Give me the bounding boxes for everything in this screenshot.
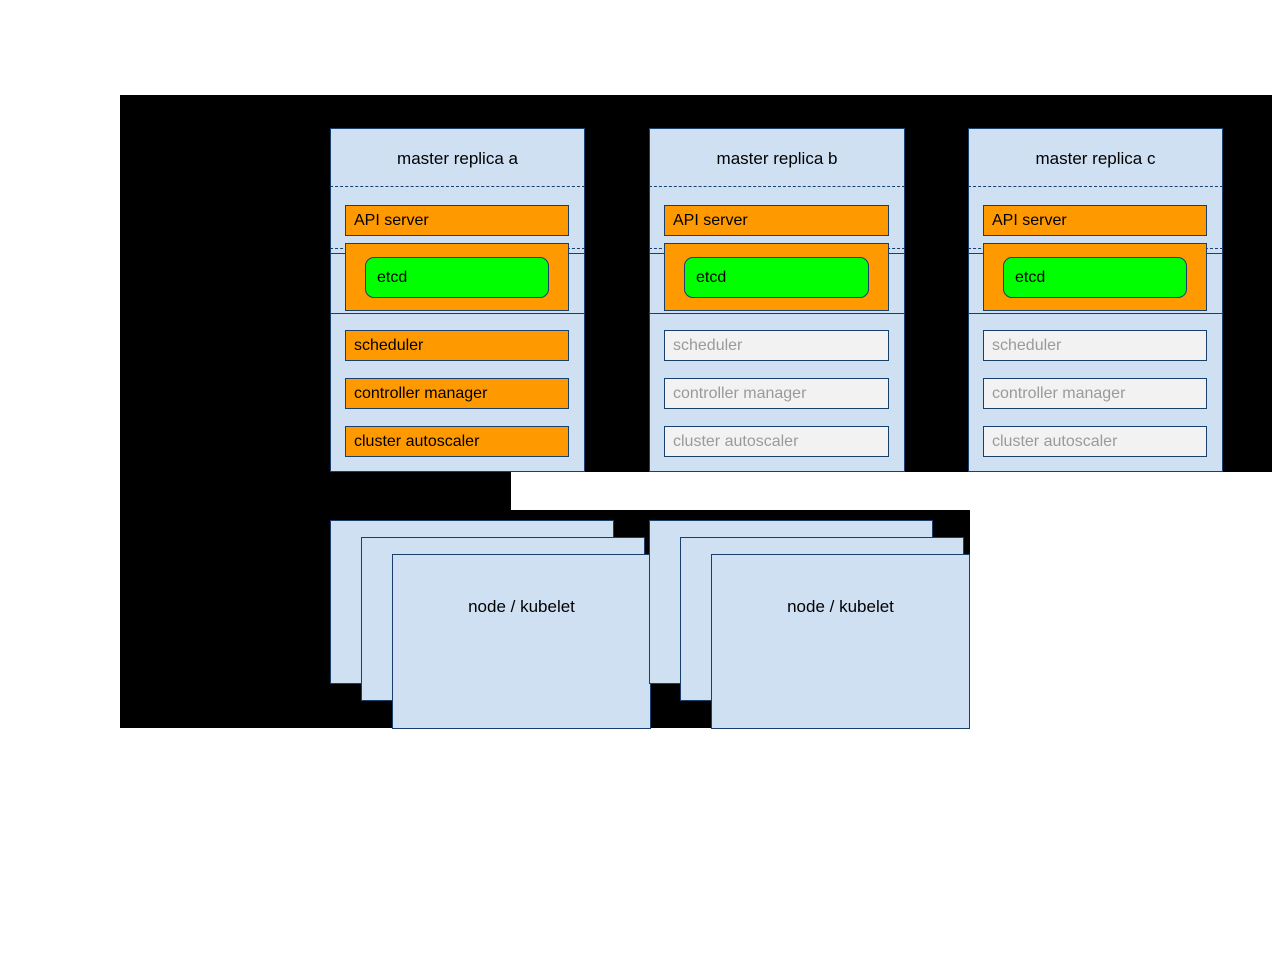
replica-a-etcd-host[interactable]: etcd — [345, 243, 569, 311]
master-replica-a-panel[interactable]: master replica a API server etcd schedul… — [330, 128, 585, 472]
replica-c-scheduler-label: scheduler — [992, 336, 1062, 354]
master-replica-a-title: master replica a — [397, 149, 518, 168]
replica-a-api-server-label: API server — [354, 211, 429, 229]
replica-a-controller-manager[interactable]: controller manager — [345, 378, 569, 409]
replica-c-api-server-label: API server — [992, 211, 1067, 229]
replica-b-etcd-host[interactable]: etcd — [664, 243, 889, 311]
replica-a-etcd-label: etcd — [377, 268, 408, 286]
master-replica-c-title: master replica c — [1035, 149, 1156, 168]
node-group-1-label: node / kubelet — [468, 597, 575, 616]
replica-c-controller-manager-label: controller manager — [992, 384, 1126, 402]
replica-b-controller-manager-label: controller manager — [673, 384, 807, 402]
node-group-2-label: node / kubelet — [787, 597, 894, 616]
replica-b-etcd[interactable]: etcd — [684, 257, 869, 298]
replica-c-cluster-autoscaler[interactable]: cluster autoscaler — [983, 426, 1207, 457]
replica-c-etcd-label: etcd — [1015, 268, 1046, 286]
replica-a-etcd[interactable]: etcd — [365, 257, 549, 298]
replica-c-etcd-host[interactable]: etcd — [983, 243, 1207, 311]
replica-c-controller-manager[interactable]: controller manager — [983, 378, 1207, 409]
replica-a-controller-manager-label: controller manager — [354, 384, 488, 402]
replica-b-scheduler-label: scheduler — [673, 336, 743, 354]
replica-a-cluster-autoscaler[interactable]: cluster autoscaler — [345, 426, 569, 457]
replica-a-cluster-autoscaler-label: cluster autoscaler — [354, 432, 480, 450]
replica-b-cluster-autoscaler-label: cluster autoscaler — [673, 432, 799, 450]
replica-b-controller-manager[interactable]: controller manager — [664, 378, 889, 409]
replica-b-api-server-label: API server — [673, 211, 748, 229]
replica-c-api-server[interactable]: API server — [983, 205, 1207, 236]
node-group-1-card-front[interactable]: node / kubelet — [392, 554, 651, 729]
replica-a-divider-top — [330, 186, 585, 187]
replica-c-cluster-autoscaler-label: cluster autoscaler — [992, 432, 1118, 450]
master-replica-c-panel[interactable]: master replica c API server etcd schedul… — [968, 128, 1223, 472]
replica-a-rule-lower — [330, 313, 585, 314]
replica-b-api-server[interactable]: API server — [664, 205, 889, 236]
replica-c-divider-top — [968, 186, 1223, 187]
replica-c-rule-lower — [968, 313, 1223, 314]
replica-b-etcd-label: etcd — [696, 268, 727, 286]
replica-a-scheduler-label: scheduler — [354, 336, 424, 354]
master-replica-b-title: master replica b — [716, 149, 838, 168]
node-group-2-card-front[interactable]: node / kubelet — [711, 554, 970, 729]
replica-b-cluster-autoscaler[interactable]: cluster autoscaler — [664, 426, 889, 457]
replica-b-divider-top — [649, 186, 905, 187]
replica-a-scheduler[interactable]: scheduler — [345, 330, 569, 361]
replica-b-scheduler[interactable]: scheduler — [664, 330, 889, 361]
master-replica-b-panel[interactable]: master replica b API server etcd schedul… — [649, 128, 905, 472]
replica-a-api-server[interactable]: API server — [345, 205, 569, 236]
replica-b-rule-lower — [649, 313, 905, 314]
replica-c-etcd[interactable]: etcd — [1003, 257, 1187, 298]
replica-c-scheduler[interactable]: scheduler — [983, 330, 1207, 361]
